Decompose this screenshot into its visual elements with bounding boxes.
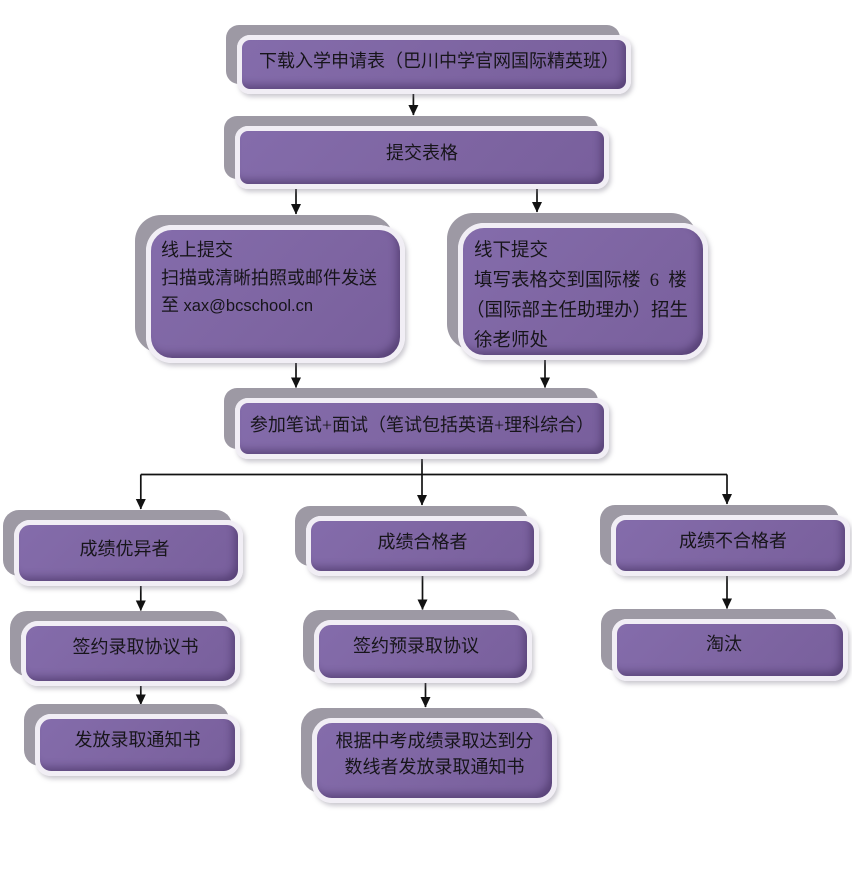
flow-node-sign-agreement: 签约录取协议书 — [21, 621, 240, 686]
node-label-line: 徐老师处 — [474, 331, 549, 351]
node-label-line: 扫描或清晰拍照或邮件发送 — [161, 267, 377, 288]
node-label: 签约录取协议书 — [72, 636, 199, 657]
email-address: xax@bcschool.cn — [183, 297, 314, 315]
flow-node-pass-result: 成绩合格者 — [306, 516, 539, 576]
node-label: 签约预录取协议 — [353, 635, 479, 656]
node-label: 提交表格 — [386, 143, 458, 163]
node-label: 成绩合格者 — [377, 531, 468, 552]
node-label: 成绩不合格者 — [679, 531, 787, 551]
flow-node-final-admission: 根据中考成绩录取达到分 数线者发放录取通知书 — [312, 718, 557, 803]
node-label-line: 线下提交 — [474, 241, 549, 261]
flow-node-eliminated: 淘汰 — [612, 619, 848, 681]
node-label-line: （国际部主任助理办）招生 — [466, 301, 689, 321]
node-label-line: 至 xax@bcschool.cn — [161, 292, 313, 321]
flow-node-submit-form: 提交表格 — [235, 126, 609, 189]
node-label: 淘汰 — [706, 634, 742, 654]
flow-node-excellent-result: 成绩优异者 — [14, 520, 243, 586]
flow-node-download-form: 下载入学申请表（巴川中学官网国际精英班） — [237, 35, 631, 94]
flow-node-online-submit: 线上提交 扫描或清晰拍照或邮件发送 至 xax@bcschool.cn — [146, 225, 405, 363]
node-label: 成绩优异者 — [79, 538, 170, 559]
node-label: 参加笔试+面试（笔试包括英语+理科综合） — [249, 415, 595, 435]
node-label: 下载入学申请表（巴川中学官网国际精英班） — [259, 51, 619, 71]
node-label-line: 根据中考成绩录取达到分 — [335, 731, 534, 751]
flow-node-presign-agreement: 签约预录取协议 — [314, 620, 532, 683]
node-label-line: 线上提交 — [161, 240, 233, 260]
flow-node-admission-notice: 发放录取通知书 — [35, 714, 240, 776]
node-label-line: 数线者发放录取通知书 — [344, 756, 525, 777]
flow-node-exam-interview: 参加笔试+面试（笔试包括英语+理科综合） — [235, 398, 609, 459]
flow-node-offline-submit: 线下提交 填写表格交到国际楼 6 楼 （国际部主任助理办）招生 徐老师处 — [458, 223, 708, 360]
email-prefix: 至 — [161, 295, 184, 315]
node-label-line: 填写表格交到国际楼 6 楼 — [474, 271, 687, 291]
flow-node-fail-result: 成绩不合格者 — [611, 515, 850, 576]
node-label: 发放录取通知书 — [74, 729, 201, 750]
